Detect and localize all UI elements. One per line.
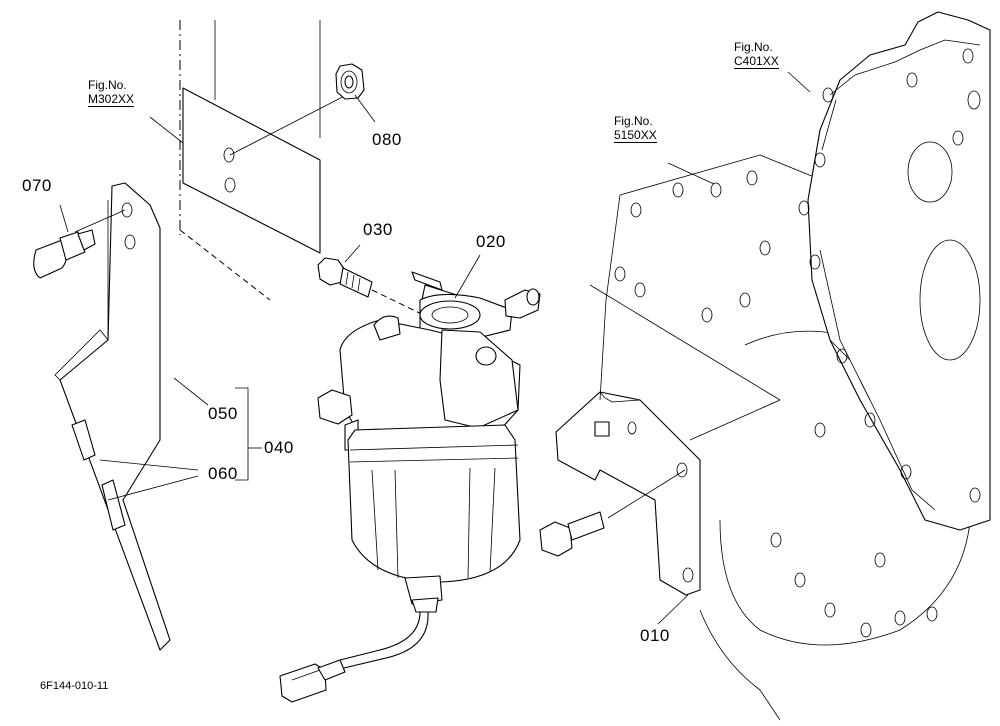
part-label-070: 070 [22, 176, 52, 195]
knob-070 [33, 209, 126, 279]
bracket-010 [539, 391, 701, 596]
part-label-010: 010 [640, 626, 670, 645]
fig-ref-label: Fig.No. [734, 40, 773, 54]
bolt-030 [317, 257, 431, 319]
nut-080 [335, 63, 365, 100]
fig-ref-code: C401XX [734, 54, 779, 69]
part-label-050: 050 [208, 404, 238, 423]
mounting-plate [182, 87, 361, 254]
part-label-030: 030 [363, 220, 393, 239]
drawing-code: 6F144-010-11 [40, 680, 109, 692]
fig-ref-c401xx: Fig.No. C401XX [734, 40, 779, 69]
fig-ref-code: 5150XX [614, 128, 657, 143]
fig-ref-label: Fig.No. [614, 114, 653, 128]
gear-housing [798, 11, 991, 531]
part-label-080: 080 [372, 130, 402, 149]
fig-ref-5150xx: Fig.No. 5150XX [614, 114, 657, 143]
part-label-040: 040 [264, 438, 294, 457]
bracket-050 [54, 182, 171, 651]
fig-ref-label: Fig.No. [88, 78, 127, 92]
fuel-filter-assembly [279, 271, 541, 703]
fig-ref-code: M302XX [88, 92, 135, 107]
part-label-020: 020 [476, 232, 506, 251]
fig-ref-m302xx: Fig.No. M302XX [88, 78, 135, 107]
part-label-060: 060 [208, 464, 238, 483]
wall-reference-lines [179, 20, 321, 301]
leader-lines [59, 71, 811, 625]
